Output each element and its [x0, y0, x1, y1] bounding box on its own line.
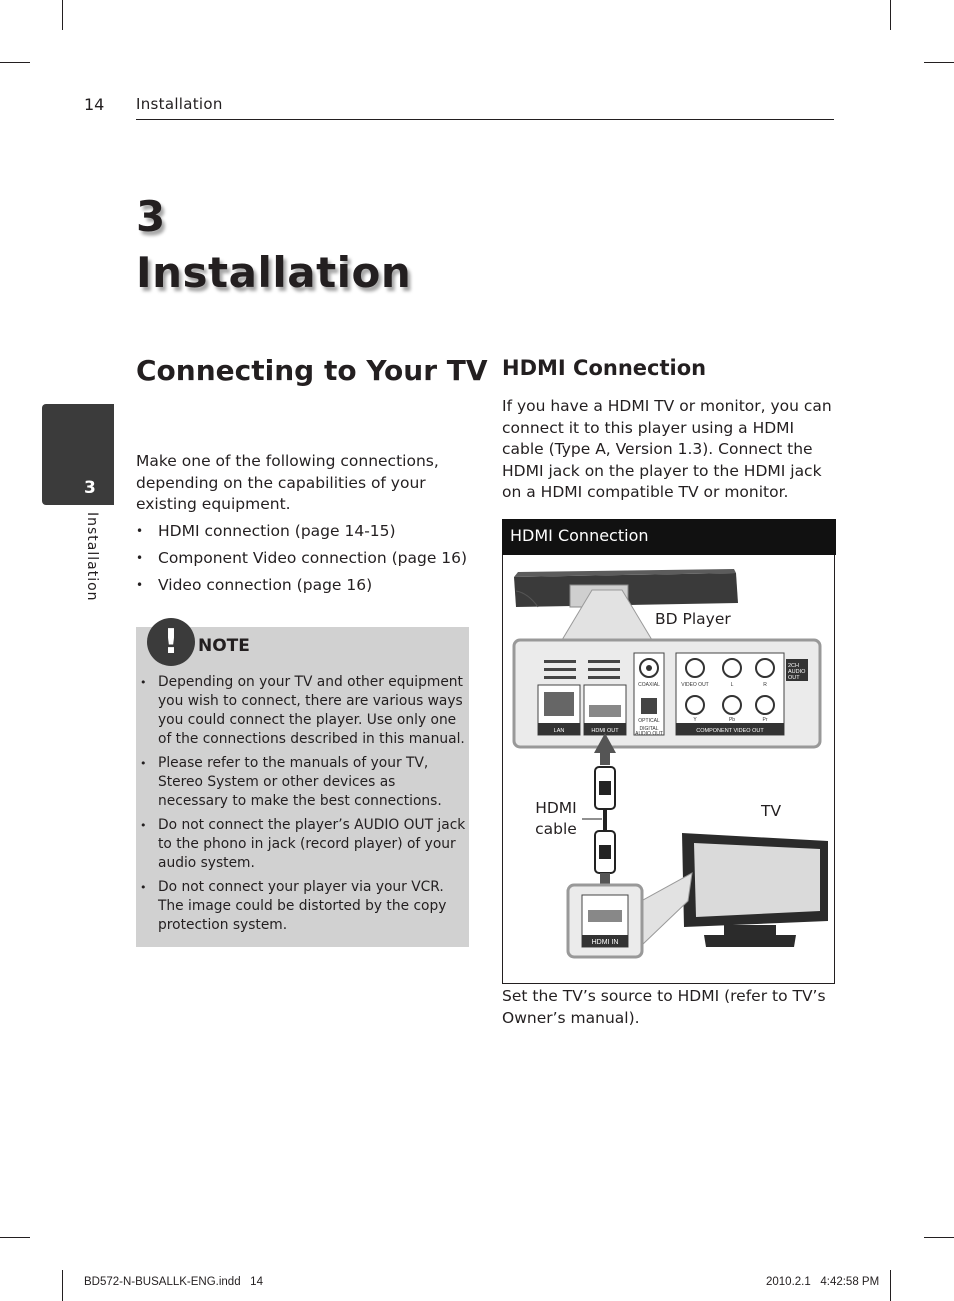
crop-mark: [62, 1270, 63, 1301]
connection-list: HDMI connection (page 14-15) Component V…: [136, 520, 471, 601]
side-tab-label: Installation: [84, 512, 100, 602]
subsection-heading: HDMI Connection: [502, 356, 707, 380]
crop-mark: [0, 62, 30, 63]
tv-label: TV: [761, 802, 782, 820]
video-out-label: VIDEO OUT: [681, 682, 709, 688]
running-header: Installation: [136, 95, 223, 113]
crop-mark: [62, 0, 63, 30]
figure-title: HDMI Connection: [510, 526, 649, 545]
note-list: Depending on your TV and other equipment…: [140, 673, 466, 940]
digital-audio-out-label: DIGITAL: [639, 726, 658, 732]
y-label: Y: [693, 717, 697, 723]
tv-illustration: [682, 833, 828, 947]
hdmi-cable-label-line: cable: [535, 820, 577, 838]
pr-label: Pr: [763, 717, 768, 723]
note-item: Do not connect your player via your VCR.…: [140, 878, 466, 935]
hdmi-in-label: HDMI IN: [592, 939, 619, 946]
audio-out-label: AUDIO: [788, 669, 806, 675]
chapter-number: 3: [136, 192, 166, 241]
list-item: HDMI connection (page 14-15): [136, 520, 471, 547]
hdmi-cable-label: HDMI cable: [528, 798, 584, 840]
note-item: Please refer to the manuals of your TV, …: [140, 754, 466, 811]
r-label: R: [763, 682, 767, 688]
audio-out-label: OUT: [788, 675, 800, 681]
footer-file: BD572-N-BUSALLK-ENG.indd 14: [84, 1276, 263, 1288]
crop-mark: [890, 0, 891, 30]
figure-title-bar: [502, 519, 836, 555]
digital-audio-out-label: AUDIO OUT: [635, 731, 663, 737]
rear-panel-illustration: [537, 652, 808, 736]
chapter-title: Installation: [136, 248, 412, 297]
pb-label: Pb: [729, 717, 735, 723]
crop-mark: [924, 62, 954, 63]
hdmi-out-label: HDMI OUT: [591, 728, 619, 734]
page-number: 14: [84, 95, 105, 114]
hdmi-connection-diagram: LAN HDMI OUT COMPONENT VIDEO OUT 2CH AUD…: [512, 569, 828, 959]
lan-label: LAN: [554, 728, 565, 734]
list-item: Component Video connection (page 16): [136, 547, 471, 574]
footer-timestamp: 2010.2.1 4:42:58 PM: [766, 1276, 880, 1288]
header-rule: [136, 119, 834, 120]
note-item: Do not connect the player’s AUDIO OUT ja…: [140, 816, 466, 873]
list-item: Video connection (page 16): [136, 574, 471, 601]
hdmi-cable-label-line: HDMI: [535, 799, 577, 817]
crop-mark: [0, 1237, 30, 1238]
figure-caption: Set the TV’s source to HDMI (refer to TV…: [502, 987, 826, 1027]
crop-mark: [890, 1270, 891, 1301]
note-item: Depending on your TV and other equipment…: [140, 673, 466, 749]
exclamation-icon: !: [147, 618, 195, 666]
bd-player-label: BD Player: [655, 610, 731, 628]
hdmi-cable-illustration: [582, 766, 616, 874]
crop-mark: [924, 1237, 954, 1238]
side-tab-number: 3: [84, 478, 96, 498]
audio-out-label: 2CH: [788, 663, 799, 669]
intro-paragraph: Make one of the following connections, d…: [136, 452, 439, 513]
coaxial-label: COAXIAL: [638, 682, 660, 688]
side-tab: [42, 404, 114, 505]
component-label: COMPONENT VIDEO OUT: [696, 728, 764, 734]
hdmi-paragraph: If you have a HDMI TV or monitor, you ca…: [502, 397, 832, 501]
l-label: L: [731, 682, 734, 688]
note-title: NOTE: [198, 636, 250, 656]
optical-label: OPTICAL: [638, 718, 660, 724]
section-heading: Connecting to Your TV: [136, 354, 488, 387]
